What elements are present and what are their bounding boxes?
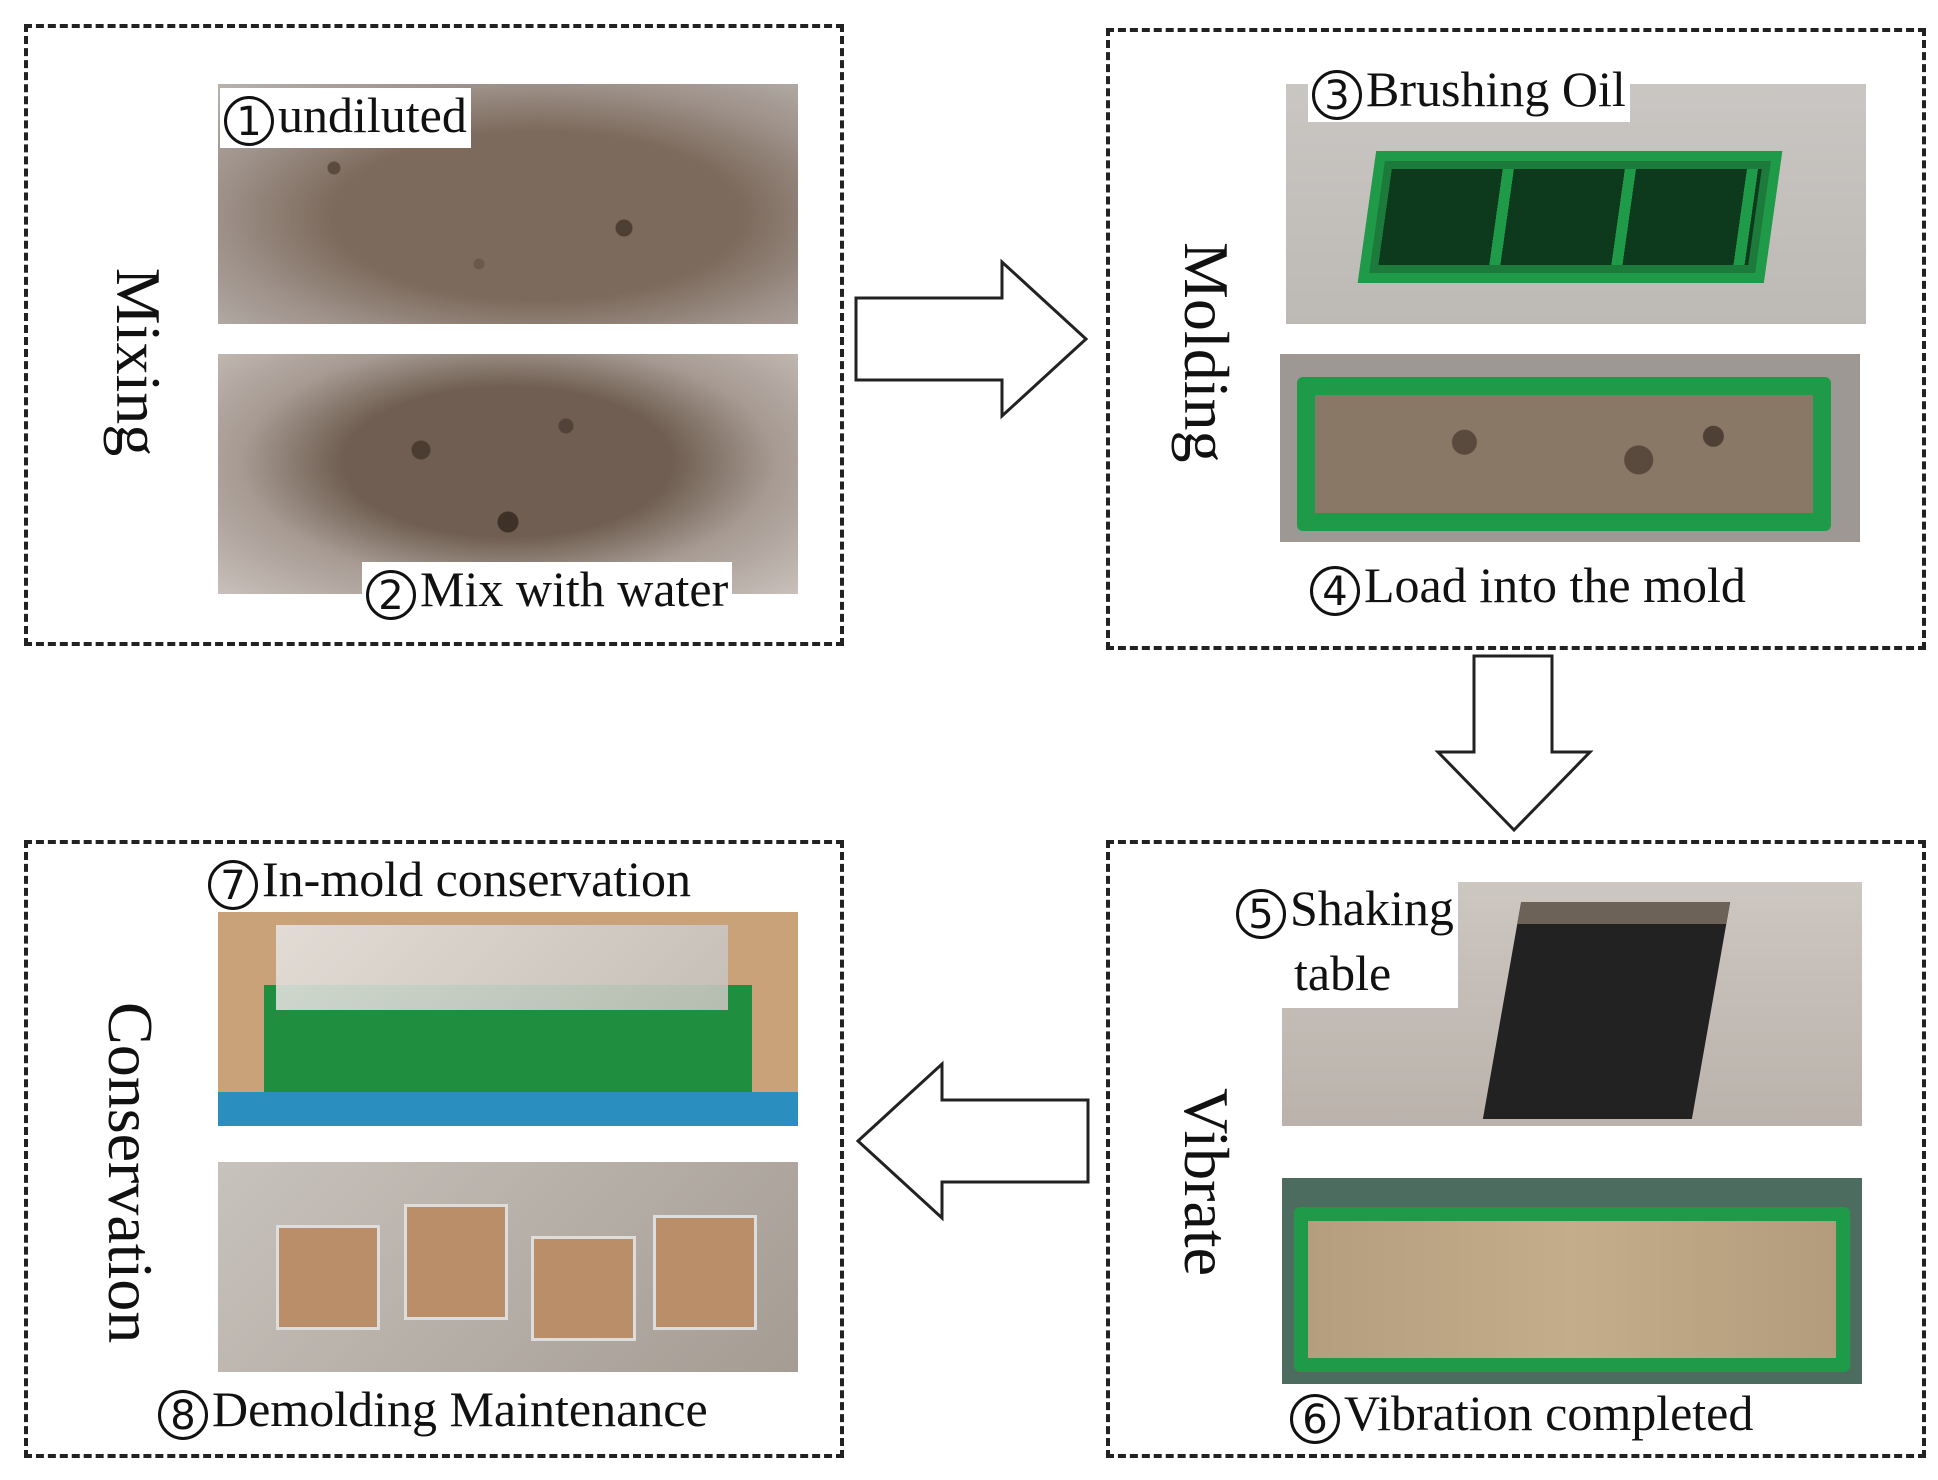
stage-conservation [24, 840, 844, 1458]
photo-in-mold-conservation [218, 912, 798, 1126]
step-1-number: 1 [224, 95, 274, 146]
step-5-number: 5 [1236, 888, 1286, 939]
photo-demolding-maintenance [218, 1162, 798, 1372]
stage-vibrate [1106, 840, 1926, 1458]
right-arrow-icon [854, 258, 1089, 420]
step-5-label-line2: table [1294, 945, 1392, 1001]
step-2-number: 2 [366, 569, 416, 620]
stage-title-conservation: Conservation [95, 1002, 166, 1344]
stage-title-mixing: Mixing [103, 267, 174, 457]
step-6-label: Vibration completed [1344, 1385, 1754, 1441]
photo-brushing-oil [1286, 84, 1866, 324]
step-7-number: 7 [208, 859, 258, 910]
stage-title-molding: Molding [1171, 242, 1242, 463]
step-5-label-line1: Shaking [1290, 880, 1454, 936]
stage-title-vibrate: Vibrate [1171, 1087, 1242, 1277]
down-arrow-icon [1434, 654, 1594, 833]
step-7-label: In-mold conservation [262, 851, 692, 907]
stage-mixing [24, 24, 844, 646]
photo-mixed-soil [218, 354, 798, 594]
step-1-label: undiluted [278, 87, 467, 143]
step-4-label: Load into the mold [1364, 557, 1746, 613]
step-2-label: Mix with water [420, 561, 729, 617]
left-arrow-icon [855, 1060, 1090, 1222]
stage-molding [1106, 28, 1926, 650]
step-3-label: Brushing Oil [1366, 61, 1626, 117]
step-8-label: Demolding Maintenance [212, 1381, 708, 1437]
step-8-number: 8 [158, 1389, 208, 1440]
step-6-number: 6 [1290, 1393, 1340, 1444]
photo-load-into-mold [1280, 354, 1860, 542]
step-3-number: 3 [1312, 69, 1362, 120]
step-4-number: 4 [1310, 565, 1360, 616]
photo-vibration-completed [1282, 1178, 1862, 1384]
